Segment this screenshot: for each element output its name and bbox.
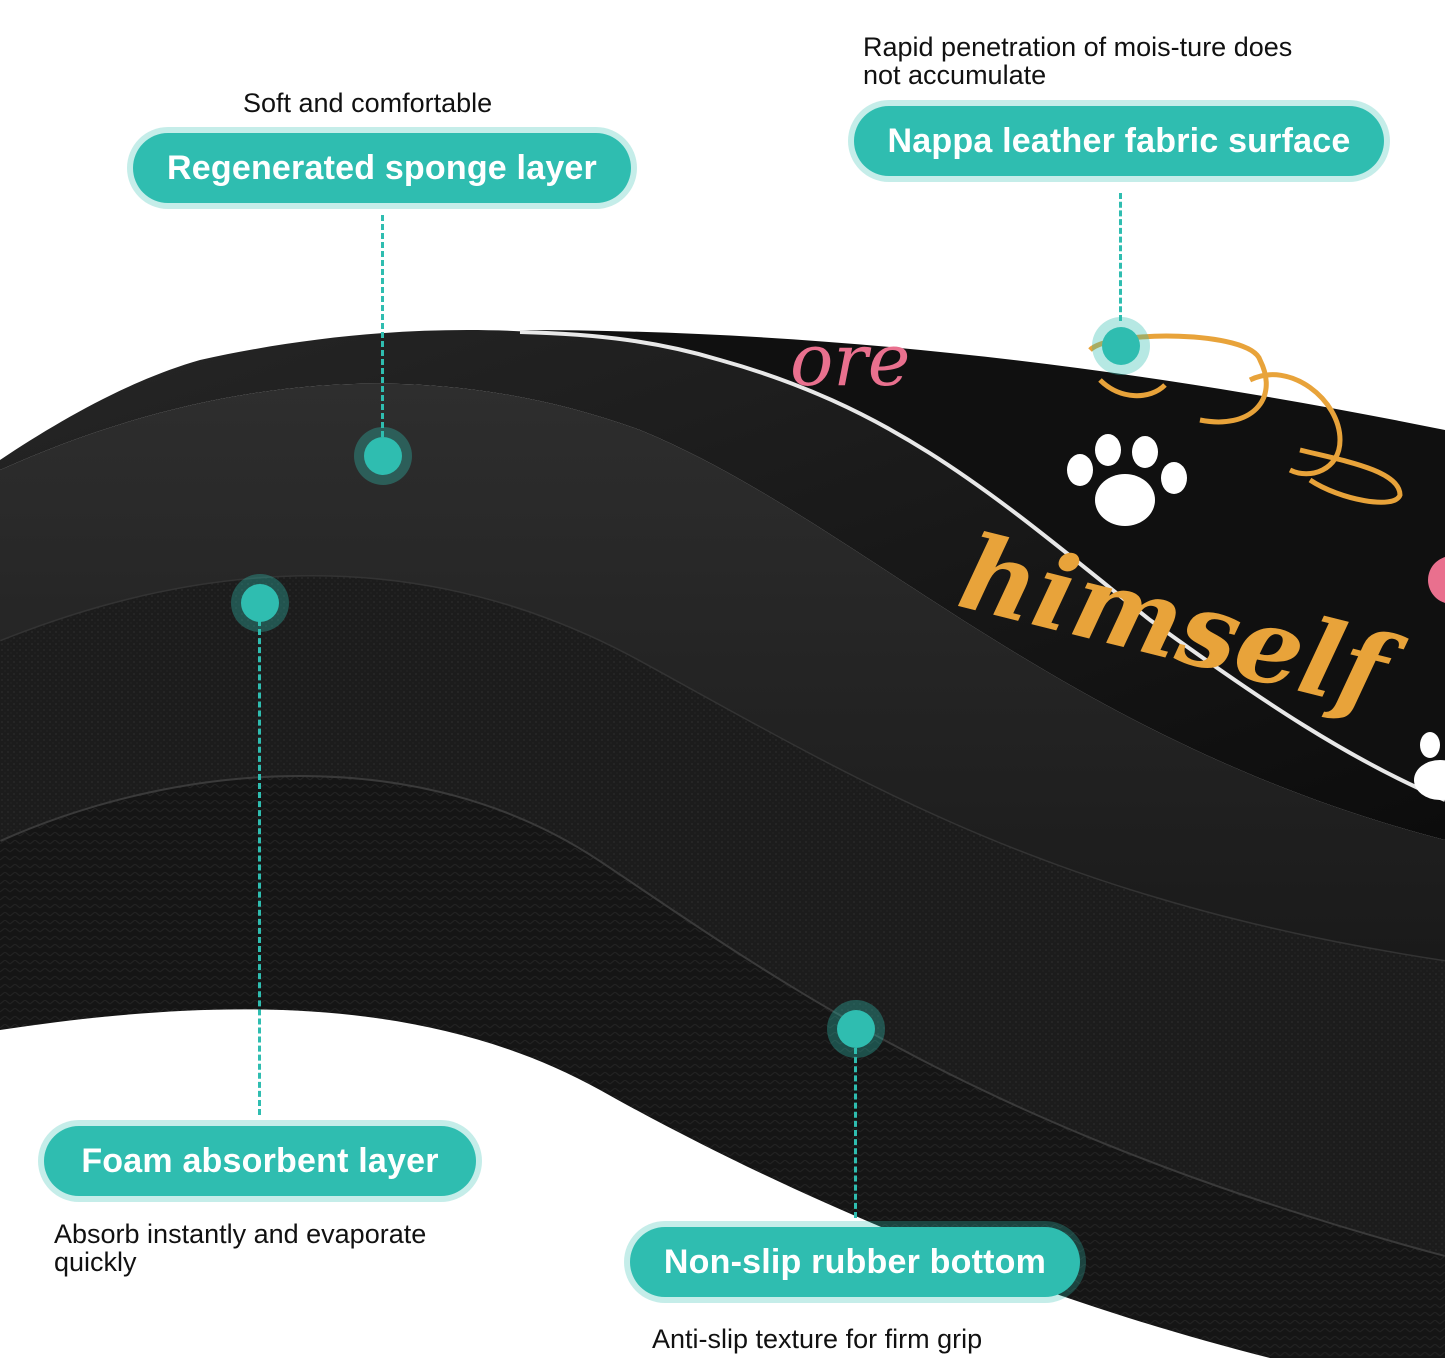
nappa-caption: Rapid penetration of mois-ture does not … bbox=[863, 33, 1292, 89]
foam-caption-line-2: quickly bbox=[54, 1247, 137, 1277]
heart-print-icon bbox=[1428, 557, 1445, 603]
nappa-leather-surface bbox=[0, 330, 1445, 840]
rubber-marker-dot bbox=[837, 1010, 875, 1048]
rubber-leader-line bbox=[854, 1048, 857, 1218]
sponge-marker-dot bbox=[364, 437, 402, 475]
sponge-caption: Soft and comfortable bbox=[243, 88, 493, 118]
rubber-bottom-layer bbox=[0, 775, 1445, 1358]
leather-printed-top bbox=[520, 330, 1445, 800]
foam-marker-dot bbox=[241, 584, 279, 622]
paw-print-icon bbox=[1067, 434, 1187, 526]
nappa-leader-line bbox=[1119, 193, 1122, 321]
foam-absorbent-label: Foam absorbent layer bbox=[44, 1126, 476, 1196]
rubber-bottom-label: Non-slip rubber bottom bbox=[630, 1227, 1080, 1297]
nappa-caption-line-1: Rapid penetration of mois-ture does bbox=[863, 32, 1293, 62]
sponge-layer-label: Regenerated sponge layer bbox=[133, 133, 631, 203]
nappa-leather-label: Nappa leather fabric surface bbox=[854, 106, 1384, 176]
print-word-top: ore bbox=[790, 318, 910, 402]
paw-print-icon-edge bbox=[1414, 732, 1445, 800]
rubber-caption: Anti-slip texture for firm grip bbox=[652, 1324, 983, 1354]
sponge-layer bbox=[0, 383, 1445, 961]
nappa-caption-line-2: not accumulate bbox=[863, 60, 1047, 90]
foam-absorbent-layer bbox=[0, 575, 1445, 1255]
foam-caption-line-1: Absorb instantly and evaporate bbox=[54, 1219, 427, 1249]
foam-caption: Absorb instantly and evaporate quickly bbox=[54, 1220, 426, 1276]
foam-leader-line bbox=[258, 620, 261, 1115]
nappa-marker-dot bbox=[1102, 327, 1140, 365]
sponge-leader-line bbox=[381, 215, 384, 437]
